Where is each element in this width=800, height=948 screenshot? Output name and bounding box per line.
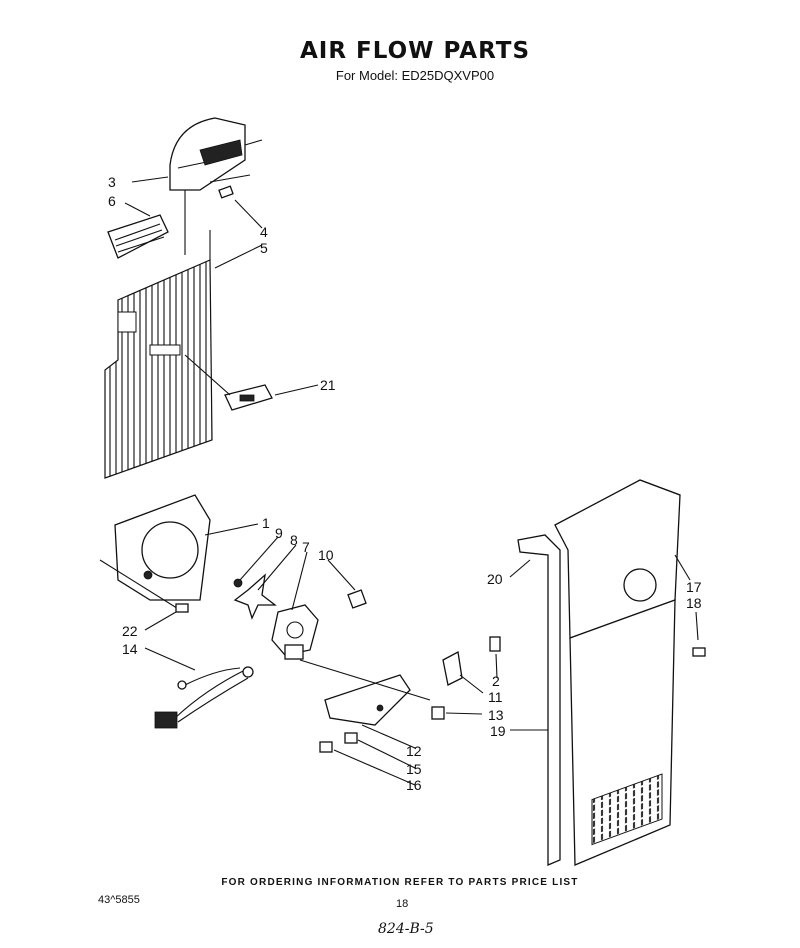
part-10-bushing [347, 589, 367, 609]
callout-18: 18 [686, 595, 702, 611]
callout-9: 9 [275, 525, 283, 541]
callout-10: 10 [318, 547, 334, 563]
document-number: 43^5855 [98, 894, 140, 906]
callout-11: 11 [488, 689, 503, 705]
part-17-rear-panel [554, 479, 681, 639]
part-16-screw [319, 741, 333, 753]
part-14-wire-harness [154, 666, 254, 729]
part-8-fan-blade [233, 573, 277, 620]
callout-22: 22 [122, 623, 138, 639]
callout-4: 4 [260, 224, 268, 240]
part-15-screw [344, 732, 358, 744]
part-6-grille [107, 214, 169, 259]
part-20-gasket [517, 534, 561, 866]
callout-12: 12 [406, 743, 422, 759]
callout-13: 13 [488, 707, 504, 723]
callout-8: 8 [290, 532, 298, 548]
part-21-damper-control [184, 354, 273, 411]
model-subtitle: For Model: ED25DQXVP00 [335, 68, 495, 83]
part-19-liner-panel [569, 599, 676, 866]
callout-2: 2 [492, 673, 500, 689]
part-22-screw [175, 603, 189, 613]
callout-3: 3 [108, 174, 116, 190]
handwritten-note: 824-B-5 [378, 921, 434, 937]
callout-14: 14 [122, 641, 138, 657]
part-18-screw [692, 647, 706, 657]
callout-15: 15 [406, 761, 422, 777]
part-7-fan-motor [271, 604, 319, 660]
callout-16: 16 [406, 777, 422, 793]
callout-1: 1 [262, 515, 270, 531]
callout-20: 20 [487, 571, 503, 587]
part-5-duct-panel [104, 230, 213, 479]
part-4-screw [209, 174, 251, 199]
callout-6: 6 [108, 193, 116, 209]
callout-17: 17 [686, 579, 702, 595]
callout-labels: 3 6 4 5 21 1 9 8 7 10 22 14 20 17 18 2 1… [108, 174, 702, 793]
page-title: AIR FLOW PARTS [299, 38, 531, 64]
leader-lines [124, 176, 699, 786]
part-1-fan-shroud [99, 494, 211, 611]
callout-19: 19 [490, 723, 506, 739]
part-11-clip [442, 650, 463, 686]
part-12-bracket [299, 659, 431, 726]
callout-5: 5 [260, 240, 268, 256]
callout-7: 7 [302, 539, 310, 555]
part-13-plug [431, 706, 445, 720]
part-3-diffuser [169, 117, 263, 255]
page-number: 18 [396, 898, 409, 910]
part-2-screw [489, 636, 501, 652]
ordering-note: FOR ORDERING INFORMATION REFER TO PARTS … [221, 877, 579, 888]
callout-21: 21 [320, 377, 336, 393]
